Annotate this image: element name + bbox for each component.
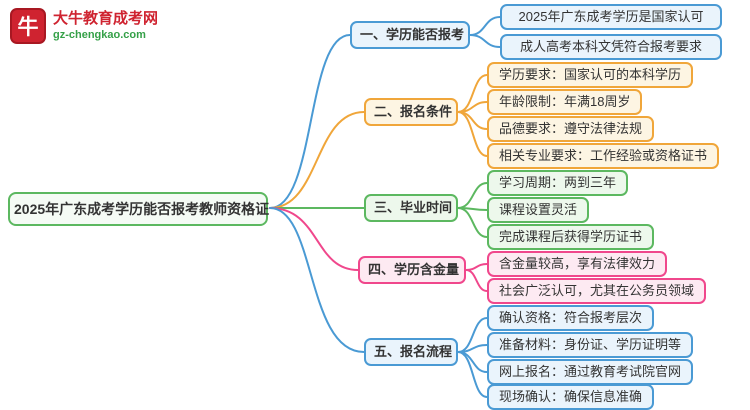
leaf-node: 含金量较高，享有法律效力 xyxy=(487,251,668,277)
site-logo: 牛 大牛教育成考网 gz-chengkao.com xyxy=(10,8,158,44)
leaf-node: 成人高考本科文凭符合报考要求 xyxy=(500,34,722,60)
connector-b5-leaf-3 xyxy=(457,351,488,373)
connector-b2-leaf-3 xyxy=(457,111,488,130)
connector-b3-leaf-1 xyxy=(457,182,488,209)
branch-node-4: 四、学历含金量 xyxy=(358,256,466,284)
leaf-node: 确认资格：符合报考层次 xyxy=(487,305,655,331)
site-name: 大牛教育成考网 xyxy=(53,10,159,27)
connector-b1-leaf-1 xyxy=(469,16,501,36)
connector-main-branch-2 xyxy=(269,111,365,209)
bull-seal-icon: 牛 xyxy=(10,8,46,44)
branch-node-5: 五、报名流程 xyxy=(364,338,458,366)
branch-node-2: 二、报名条件 xyxy=(364,98,458,126)
leaf-node: 学习周期：两到三年 xyxy=(487,170,629,196)
leaf-node: 学历要求：国家认可的本科学历 xyxy=(487,62,694,88)
connector-b1-leaf-2 xyxy=(469,34,501,48)
leaf-node: 社会广泛认可，尤其在公务员领域 xyxy=(487,278,707,304)
connector-b4-leaf-2 xyxy=(465,269,488,292)
branch-node-3: 三、毕业时间 xyxy=(364,194,458,222)
leaf-node: 年龄限制：年满18周岁 xyxy=(487,89,643,115)
leaf-node: 网上报名：通过教育考试院官网 xyxy=(487,359,694,385)
connector-b2-leaf-4 xyxy=(457,111,488,157)
connector-main-branch-5 xyxy=(269,207,365,353)
leaf-node: 准备材料：身份证、学历证明等 xyxy=(487,332,694,358)
main-topic-node: 2025年广东成考学历能否报考教师资格证 xyxy=(8,192,269,226)
leaf-node: 课程设置灵活 xyxy=(487,197,590,223)
connector-b3-leaf-3 xyxy=(457,207,488,238)
leaf-node: 完成课程后获得学历证书 xyxy=(487,224,655,250)
leaf-node: 现场确认：确保信息准确 xyxy=(487,384,655,410)
branch-node-1: 一、学历能否报考 xyxy=(350,21,470,49)
leaf-node: 品德要求：遵守法律法规 xyxy=(487,116,655,142)
connector-b5-leaf-2 xyxy=(457,344,488,353)
connector-main-branch-4 xyxy=(269,207,359,271)
site-domain: gz-chengkao.com xyxy=(53,29,146,41)
connector-b5-leaf-4 xyxy=(457,351,488,398)
connector-b4-leaf-1 xyxy=(465,263,488,271)
leaf-node: 2025年广东成考学历是国家认可 xyxy=(500,4,722,30)
connector-main-branch-1 xyxy=(269,34,351,209)
logo-texts: 大牛教育成考网 gz-chengkao.com xyxy=(53,8,158,42)
connector-b5-leaf-1 xyxy=(457,317,488,353)
leaf-node: 相关专业要求：工作经验或资格证书 xyxy=(487,143,720,169)
